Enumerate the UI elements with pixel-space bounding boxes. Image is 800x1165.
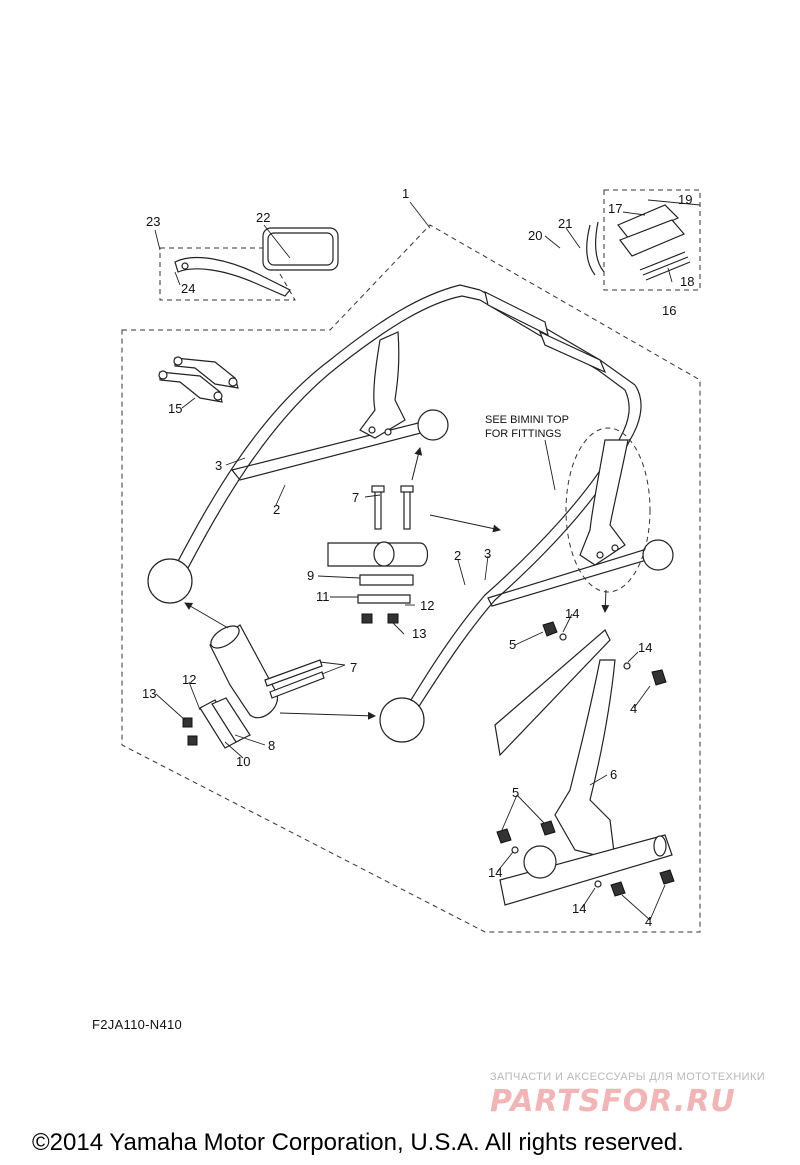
callout-19: 19 xyxy=(678,192,692,207)
callout-18: 18 xyxy=(680,274,694,289)
callout-23: 23 xyxy=(146,214,160,229)
callout-14c: 14 xyxy=(488,865,502,880)
callout-6: 6 xyxy=(610,767,617,782)
watermark-logo: PARTSFOR.RU xyxy=(490,1084,736,1119)
arrows xyxy=(184,447,610,720)
callout-3a: 3 xyxy=(215,458,222,473)
callout-15: 15 xyxy=(168,401,182,416)
callout-20: 20 xyxy=(528,228,542,243)
callout-12b: 12 xyxy=(182,672,196,687)
callout-5b: 5 xyxy=(512,785,519,800)
callout-1: 1 xyxy=(402,186,409,201)
callout-5a: 5 xyxy=(509,637,516,652)
callout-11: 11 xyxy=(316,589,330,604)
bimini-note-line-2: FOR FITTINGS xyxy=(485,428,561,440)
copyright-notice: ©2014 Yamaha Motor Corporation, U.S.A. A… xyxy=(32,1129,684,1156)
lower-right-detail xyxy=(494,621,675,906)
callout-4a: 4 xyxy=(630,701,637,716)
callout-7a: 7 xyxy=(352,490,359,505)
part-15-bracket xyxy=(158,356,239,403)
callout-13b: 13 xyxy=(142,686,156,701)
callout-3b: 3 xyxy=(484,546,491,561)
center-clamp-assembly xyxy=(327,485,429,624)
main-assembly-boundary xyxy=(121,224,701,933)
diagram-code: F2JA110-N410 xyxy=(92,1017,183,1032)
callout-2b: 2 xyxy=(454,548,461,563)
callout-10: 10 xyxy=(236,754,250,769)
tower-frame xyxy=(147,284,674,743)
leader-lines xyxy=(154,199,701,921)
callout-14b: 14 xyxy=(638,640,652,655)
mirror-inset xyxy=(159,227,339,301)
callout-9: 9 xyxy=(307,568,314,583)
callout-14a: 14 xyxy=(565,606,579,621)
callout-14d: 14 xyxy=(572,901,586,916)
callout-24: 24 xyxy=(181,281,195,296)
callout-21: 21 xyxy=(558,216,572,231)
callout-22: 22 xyxy=(256,210,270,225)
strap-inset xyxy=(586,189,701,291)
bimini-note-line-1: SEE BIMINI TOP xyxy=(485,414,569,426)
watermark-text: ЗАПЧАСТИ И АКСЕССУАРЫ ДЛЯ МОТОТЕХНИКИ xyxy=(490,1071,766,1083)
callout-2a: 2 xyxy=(273,502,280,517)
callout-13a: 13 xyxy=(412,626,426,641)
callout-7b: 7 xyxy=(350,660,357,675)
callout-12a: 12 xyxy=(420,598,434,613)
callout-8: 8 xyxy=(268,738,275,753)
callout-17: 17 xyxy=(608,201,622,216)
callout-16: 16 xyxy=(662,303,676,318)
lower-left-tube xyxy=(182,624,325,749)
callout-numbers: 1 23 22 24 19 17 21 20 18 16 15 3 2 7 9 … xyxy=(142,186,694,929)
callout-4b: 4 xyxy=(645,914,652,929)
